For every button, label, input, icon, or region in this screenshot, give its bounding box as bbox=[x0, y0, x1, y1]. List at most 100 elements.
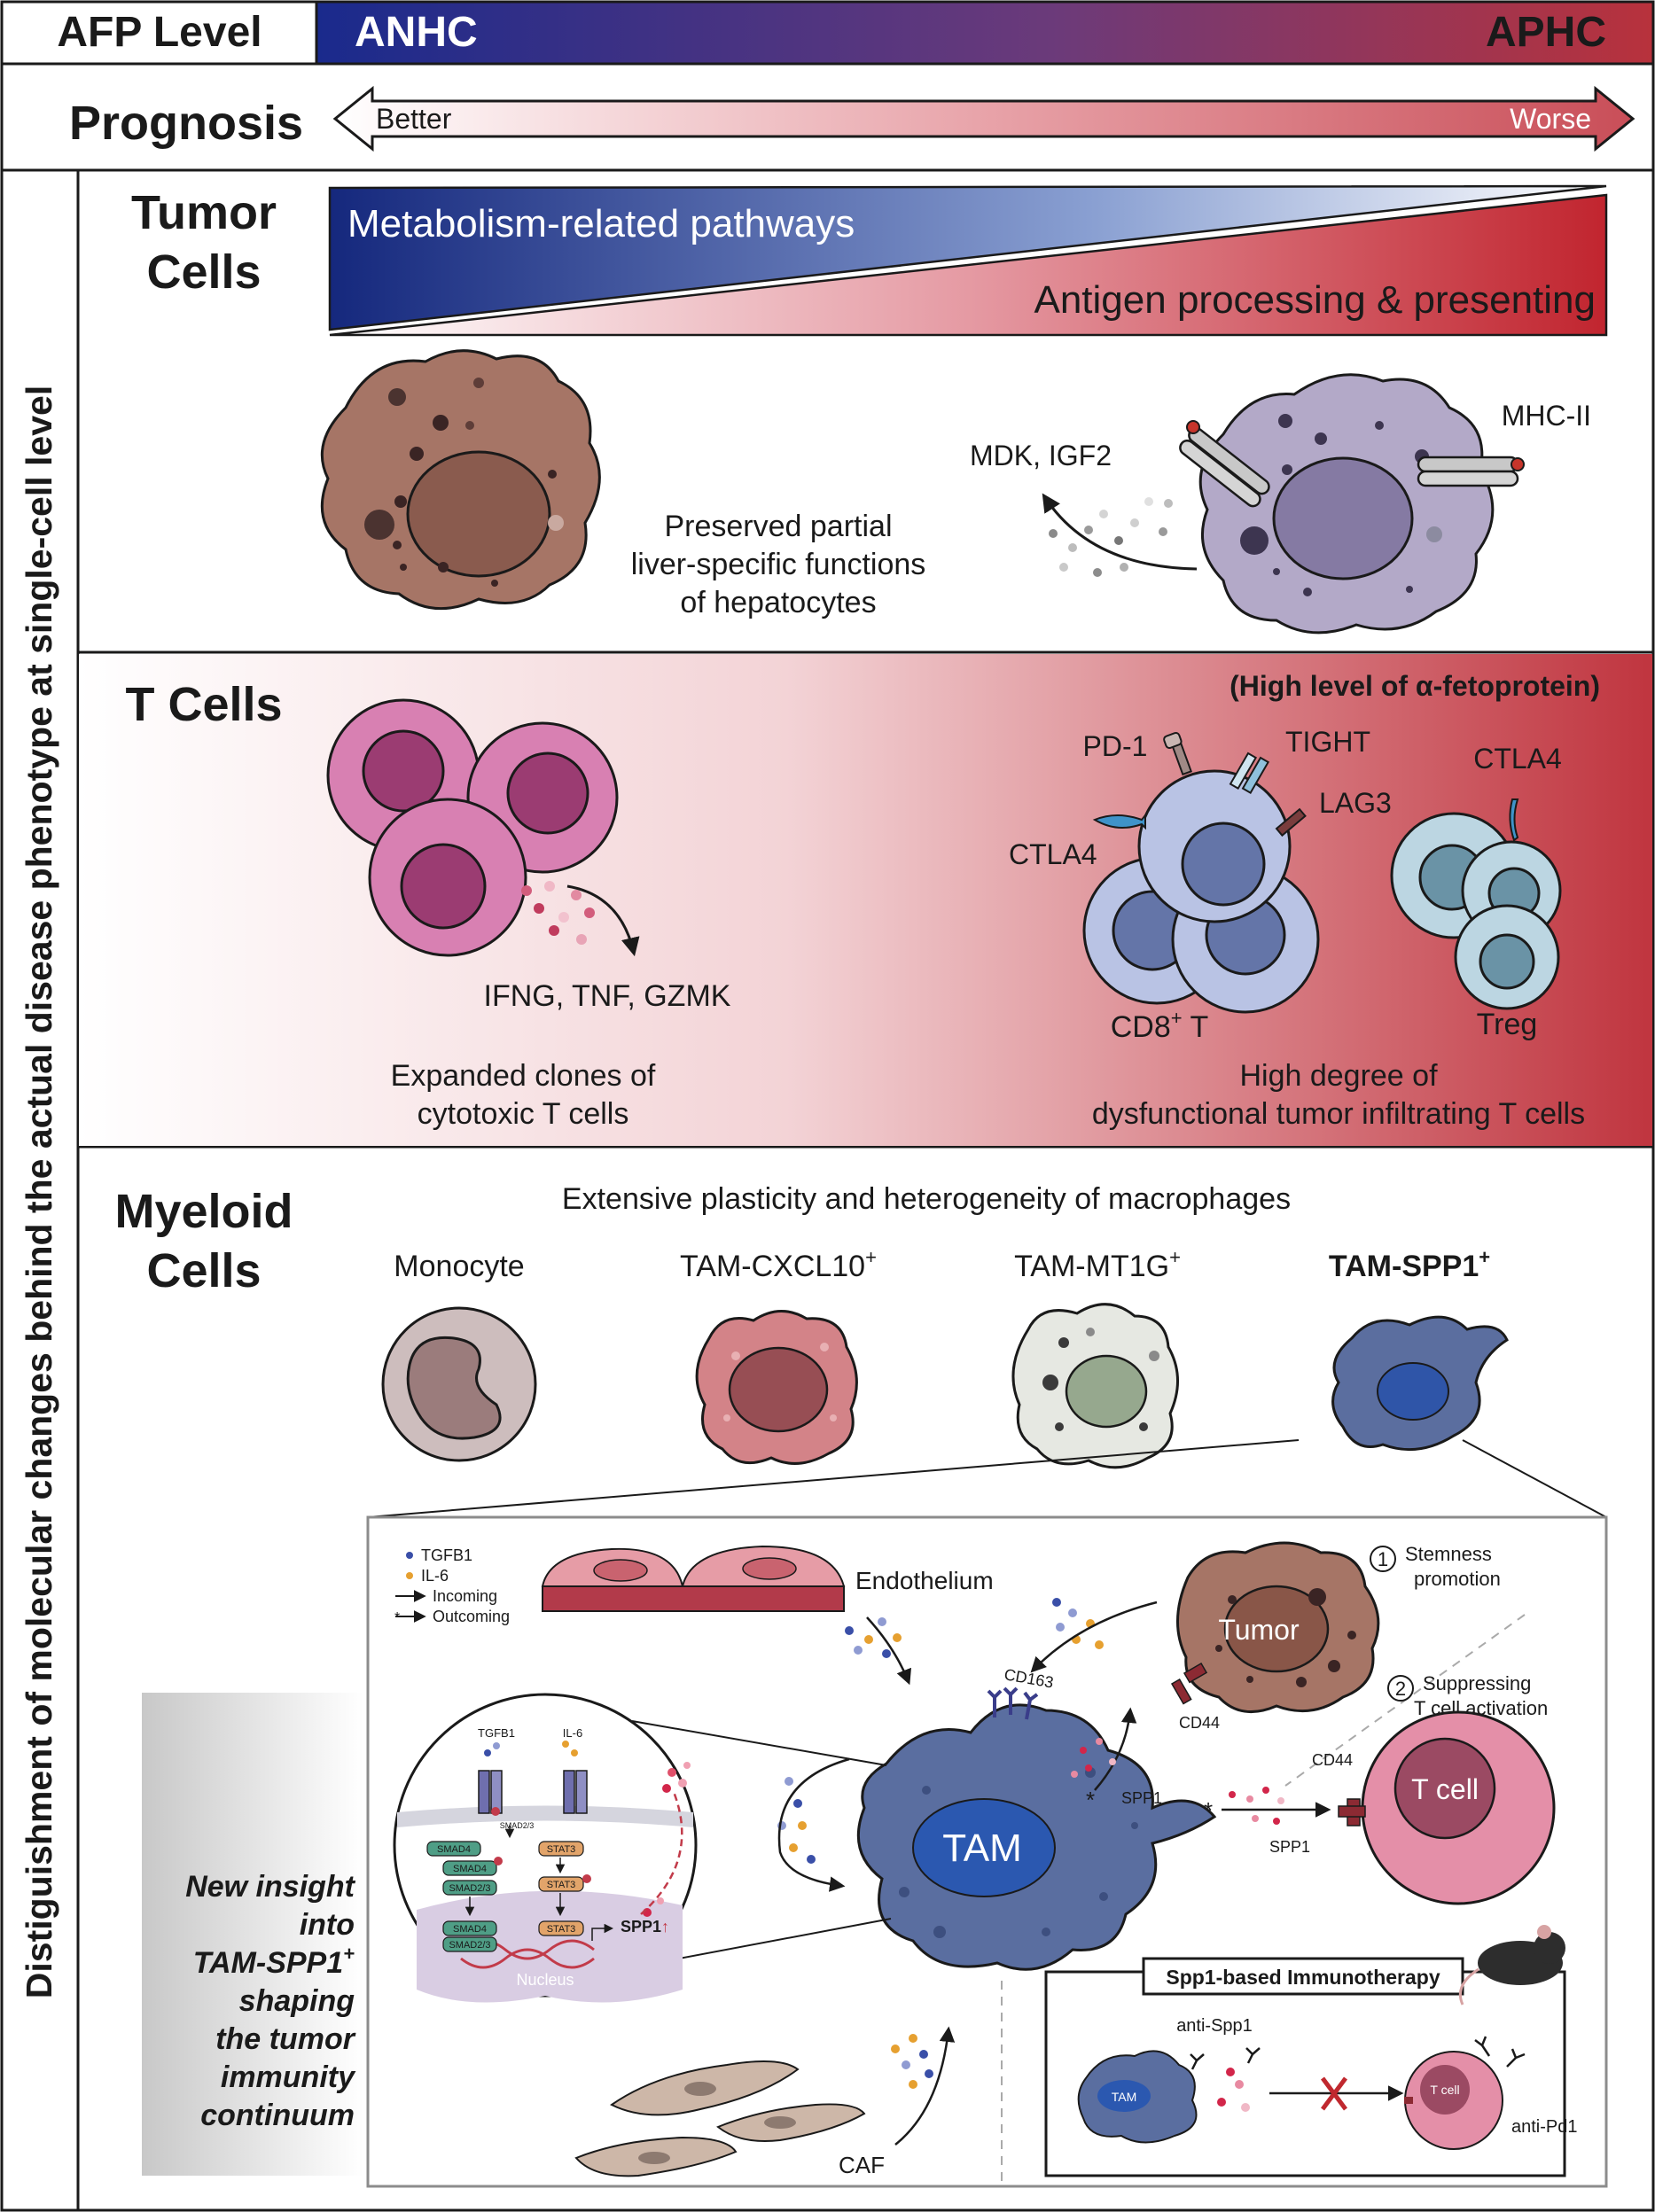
prognosis-label: Prognosis bbox=[69, 97, 303, 150]
cd44-tcell-label: CD44 bbox=[1312, 1751, 1353, 1769]
spp1-tcell-label: SPP1 bbox=[1269, 1838, 1310, 1856]
tam-spp1-cell bbox=[1331, 1315, 1509, 1452]
outcoming-star-1: * bbox=[1086, 1787, 1095, 1813]
pd-1-receptor bbox=[1163, 731, 1192, 776]
anti-pd1-antibodies bbox=[1474, 2036, 1526, 2068]
smad4-label-2: SMAD4 bbox=[453, 1864, 487, 1874]
spp1-dots-tumor bbox=[1071, 1738, 1116, 1778]
nuc-tgfb1-label: TGFB1 bbox=[478, 1726, 515, 1740]
better-label: Better bbox=[376, 103, 452, 135]
svg-text:into: into bbox=[300, 1908, 355, 1942]
anhc-label: ANHC bbox=[355, 9, 478, 56]
suppress-line1: Suppressing bbox=[1423, 1672, 1531, 1694]
num1-badge: 1 bbox=[1378, 1548, 1388, 1570]
svg-text:immunity: immunity bbox=[221, 2060, 356, 2094]
svg-text:New insight: New insight bbox=[185, 1870, 355, 1904]
legend-tgfb1: TGFB1 bbox=[421, 1546, 472, 1564]
legend-incoming: Incoming bbox=[433, 1587, 497, 1605]
zoom-line-left bbox=[367, 1439, 1300, 1518]
immunotherapy-title: Spp1-based Immunotherapy bbox=[1166, 1966, 1440, 1989]
endothelium-cells bbox=[541, 1545, 846, 1612]
cd44-tcell-receptor bbox=[1338, 1798, 1366, 1826]
endothelium-label: Endothelium bbox=[855, 1567, 994, 1594]
svg-text:shaping: shaping bbox=[239, 1984, 355, 2018]
tumor-title-line1: Tumor bbox=[131, 186, 277, 239]
detail-tumor-cell bbox=[1176, 1541, 1380, 1713]
svg-text:TAM-SPP1+: TAM-SPP1+ bbox=[193, 1943, 355, 1980]
legend-il6: IL-6 bbox=[421, 1567, 449, 1585]
antigen-label: Antigen processing & presenting bbox=[1034, 278, 1596, 322]
block-x-icon bbox=[1320, 2076, 1348, 2111]
mhc-ii-receptor-left bbox=[1179, 420, 1270, 508]
cytokine-arrow bbox=[566, 884, 640, 957]
cd8-label: CD8+ T bbox=[1111, 1007, 1209, 1044]
tam-cxcl10-cell bbox=[695, 1310, 858, 1465]
immunotherapy-title-box bbox=[1142, 1957, 1464, 1996]
stemness-line1: Stemness bbox=[1405, 1543, 1492, 1565]
cd8-t-cell-cluster bbox=[1082, 769, 1320, 1014]
mini-tcell-label: T cell bbox=[1430, 2083, 1459, 2097]
antigen-wedge bbox=[329, 193, 1608, 337]
new-insight-text: New insight into TAM-SPP1+ shaping the t… bbox=[185, 1870, 356, 2132]
mhc-ii-label: MHC-II bbox=[1502, 400, 1591, 432]
worse-label: Worse bbox=[1510, 103, 1591, 135]
lag3-label: LAG3 bbox=[1319, 787, 1392, 819]
mhc-ii-receptor-right bbox=[1417, 456, 1525, 487]
anti-spp1-antibodies bbox=[1190, 2047, 1261, 2112]
aphc-tumor-cell bbox=[1198, 373, 1495, 635]
stat3-label-1: STAT3 bbox=[547, 1844, 576, 1855]
preserved-line2: liver-specific functions bbox=[631, 548, 926, 581]
detail-tumor-label: Tumor bbox=[1218, 1614, 1300, 1646]
smad23-label-2: SMAD2/3 bbox=[449, 1883, 490, 1894]
caf-cells bbox=[574, 2060, 866, 2177]
smad4-label-1: SMAD4 bbox=[437, 1844, 471, 1855]
ctla4-treg-label: CTLA4 bbox=[1473, 743, 1562, 775]
svg-text:*: * bbox=[394, 1610, 400, 1625]
legend-outcoming: Outcoming bbox=[433, 1608, 510, 1625]
prognosis-arrow bbox=[332, 85, 1635, 152]
tam-to-tumor-arrow bbox=[1094, 1707, 1137, 1791]
nucleus-label: Nucleus bbox=[516, 1971, 574, 1989]
t-cells-title: T Cells bbox=[125, 678, 282, 731]
spp1-dots-tcell bbox=[1229, 1787, 1284, 1825]
afp-label-box bbox=[0, 0, 318, 66]
myeloid-title-line1: Myeloid bbox=[114, 1185, 293, 1238]
expanded-line2: cytotoxic T cells bbox=[418, 1097, 629, 1131]
plasticity-label: Extensive plasticity and heterogeneity o… bbox=[562, 1182, 1291, 1216]
smad23-label-1: SMAD2/3 bbox=[500, 1821, 535, 1830]
zoom-line-right bbox=[1462, 1439, 1607, 1518]
cytokine-label: IFNG, TNF, GZMK bbox=[484, 979, 731, 1013]
svg-text:the tumor: the tumor bbox=[215, 2022, 356, 2056]
mdk-igf2-label: MDK, IGF2 bbox=[970, 440, 1112, 471]
anti-spp1-label: anti-Spp1 bbox=[1176, 2016, 1253, 2036]
treg-cell-cluster bbox=[1390, 798, 1562, 1010]
signaling-detail-circle bbox=[393, 1693, 698, 2003]
hepatocyte-like-tumor-cell bbox=[320, 349, 601, 611]
mouse-icon bbox=[1458, 1925, 1565, 2006]
ctla4-left-label: CTLA4 bbox=[1009, 838, 1097, 870]
mini-tam bbox=[1077, 2050, 1198, 2144]
tam-cxcl10-label: TAM-CXCL10+ bbox=[680, 1246, 877, 1283]
num2-badge: 2 bbox=[1395, 1678, 1406, 1700]
secretion-arrow-tumor bbox=[1042, 493, 1198, 571]
endothelium-arrow bbox=[866, 1616, 911, 1686]
expanded-line1: Expanded clones of bbox=[391, 1059, 656, 1093]
preserved-line1: Preserved partial bbox=[664, 510, 892, 543]
side-label: Distiguishment of molecular changes behi… bbox=[19, 386, 59, 1998]
tight-label: TIGHT bbox=[1285, 726, 1370, 758]
caf-dots bbox=[891, 2034, 933, 2089]
left-incoming-arrow bbox=[777, 1757, 850, 1892]
num2-circle bbox=[1387, 1675, 1414, 1702]
mini-t-cell bbox=[1404, 2051, 1503, 2150]
lag3-receptor bbox=[1275, 807, 1307, 837]
dysfunc-line2: dysfunctional tumor infiltrating T cells bbox=[1092, 1097, 1585, 1131]
nucleus-connector-top bbox=[631, 1720, 887, 1766]
big-tam-cell bbox=[856, 1703, 1217, 1971]
cytokine-dots bbox=[521, 881, 595, 945]
metabolism-wedge bbox=[328, 184, 1607, 331]
tight-receptor bbox=[1229, 752, 1270, 795]
svg-text:continuum: continuum bbox=[200, 2099, 355, 2132]
ctla4-receptor-cd8 bbox=[1092, 813, 1146, 830]
afp-level-label: AFP Level bbox=[57, 9, 262, 56]
cd44-tumor-receptor bbox=[1170, 1662, 1208, 1705]
